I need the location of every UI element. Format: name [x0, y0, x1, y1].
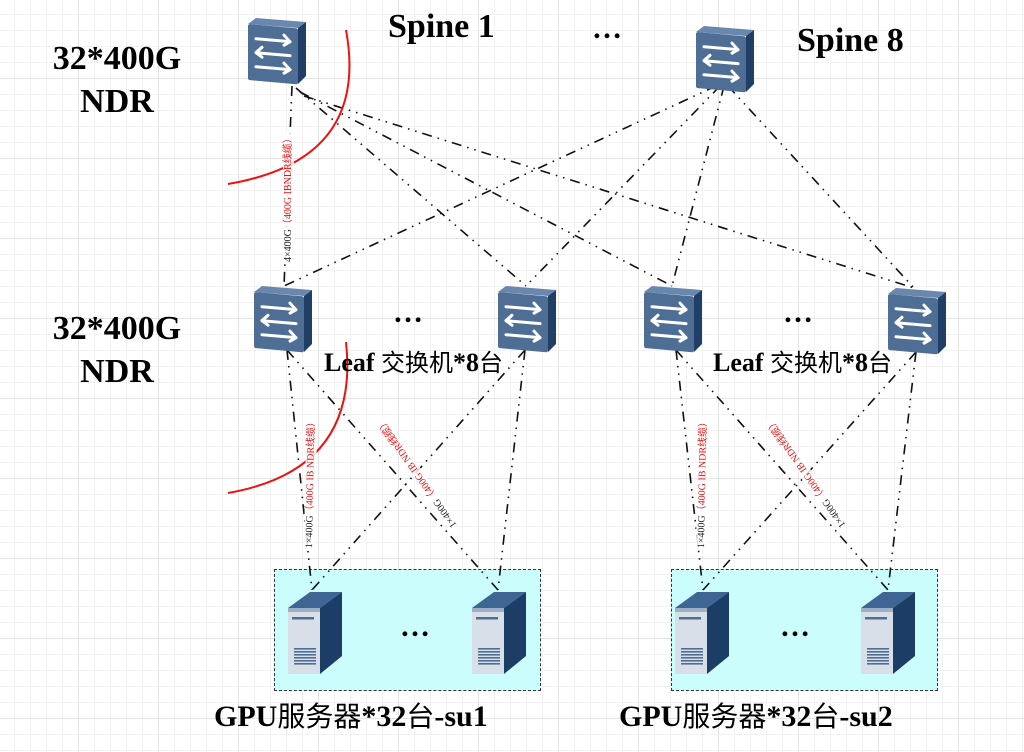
leaf-su2-last-switch-icon[interactable]	[886, 286, 948, 356]
leaf-su1-last-switch-icon[interactable]	[496, 284, 558, 354]
nodes-layer	[246, 16, 948, 674]
link-spine-1-to-leaf-su2-last	[303, 95, 915, 289]
links-layer	[283, 85, 917, 591]
link-spine-8-to-leaf-su1-last	[525, 85, 721, 287]
spine-leaf-cable-label: （400G IBNDR线缆）	[283, 133, 294, 230]
link-spine-8-to-leaf-su2-first	[671, 85, 725, 287]
server-su2-last-server-icon[interactable]	[861, 592, 915, 674]
link-spine-8-to-leaf-su2-last	[727, 85, 915, 289]
link-leaf-su2-last-to-server-su2-last	[887, 351, 917, 591]
leaf-tier-capacity-label: 32*400G NDR	[52, 310, 182, 390]
link-leaf-su2-first-to-server-su2-last	[675, 349, 889, 591]
leaf-server-vertical-annotation-su1: 1×400G（400G IB NDR线缆）	[303, 416, 318, 549]
leaf-su1-first-switch-icon[interactable]	[252, 284, 314, 354]
leaf-group-su1-label: Leaf 交换机*8台	[324, 348, 504, 377]
link-spine-1-to-leaf-su2-first	[299, 91, 673, 287]
spine-1-switch-icon[interactable]	[246, 16, 308, 86]
leaf-su1-ellipsis: …	[393, 296, 424, 329]
server-su1-last-server-icon[interactable]	[472, 592, 526, 674]
link-leaf-su1-first-to-server-su1-first	[286, 349, 313, 591]
leaf-server-vertical-annotation-su2: 1×400G（400G IB NDR线缆）	[695, 416, 710, 549]
link-leaf-su1-first-to-server-su1-last	[286, 349, 499, 591]
leaf-group-su2-label: Leaf 交换机*8台	[713, 348, 893, 377]
leaf-tier-cut-arc	[227, 341, 349, 494]
spine-leaf-count-label: 4×400G	[283, 229, 294, 262]
link-leaf-su1-last-to-server-su1-last	[497, 349, 526, 591]
spine-ellipsis: …	[592, 12, 623, 45]
server-su1-first-server-icon[interactable]	[288, 592, 342, 674]
server-su2-first-server-icon[interactable]	[675, 592, 729, 674]
link-spine-1-to-leaf-su1-last	[295, 87, 527, 287]
spine-8-switch-icon[interactable]	[694, 24, 756, 94]
spine-tier-capacity-label: 32*400G NDR	[52, 40, 182, 120]
gpu-group-su2-label: GPU服务器*32台-su2	[619, 700, 893, 733]
spine-1-label: Spine 1	[388, 8, 495, 45]
leaf-su2-ellipsis: …	[783, 296, 814, 329]
leaf-su2-first-switch-icon[interactable]	[642, 284, 704, 354]
gpu-group-su1-label: GPU服务器*32台-su1	[214, 700, 488, 733]
link-leaf-su2-first-to-server-su2-first	[675, 349, 704, 591]
spine-leaf-link-annotation: 4×400G（400G IBNDR线缆）	[279, 133, 294, 262]
link-spine-8-to-leaf-su1-first	[283, 85, 717, 287]
server-su1-ellipsis: …	[400, 610, 431, 643]
server-su2-ellipsis: …	[780, 610, 811, 643]
spine-8-label: Spine 8	[797, 22, 904, 59]
spine-tier-cut-arc	[227, 29, 351, 185]
